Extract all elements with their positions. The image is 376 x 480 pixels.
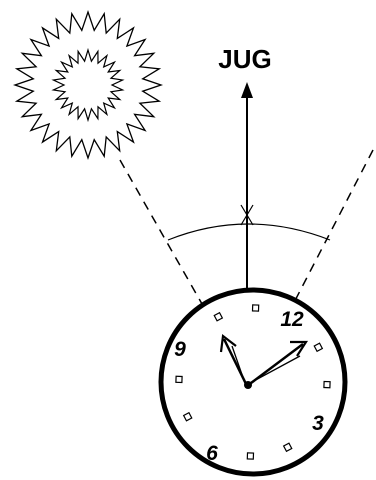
clock-number-12: 12 — [280, 308, 304, 331]
hour-marker — [247, 453, 253, 459]
south-arrow-head — [241, 82, 253, 98]
sun-icon — [15, 12, 161, 158]
angle-arc — [168, 224, 330, 240]
sun-direction-dashed-line — [120, 160, 210, 318]
hour-marker — [252, 305, 258, 311]
clock-number-6: 6 — [206, 442, 218, 465]
direction-label: JUG — [218, 44, 271, 74]
clock-number-9: 9 — [174, 338, 186, 361]
sun-outer-rays — [15, 12, 161, 158]
hour-marker — [176, 376, 182, 382]
sun-inner-rays — [53, 50, 122, 120]
hour-marker — [324, 381, 330, 387]
clock-number-3: 3 — [312, 412, 324, 435]
clock: 12 3 6 9 — [161, 290, 345, 474]
clock-center-pin — [244, 381, 252, 389]
